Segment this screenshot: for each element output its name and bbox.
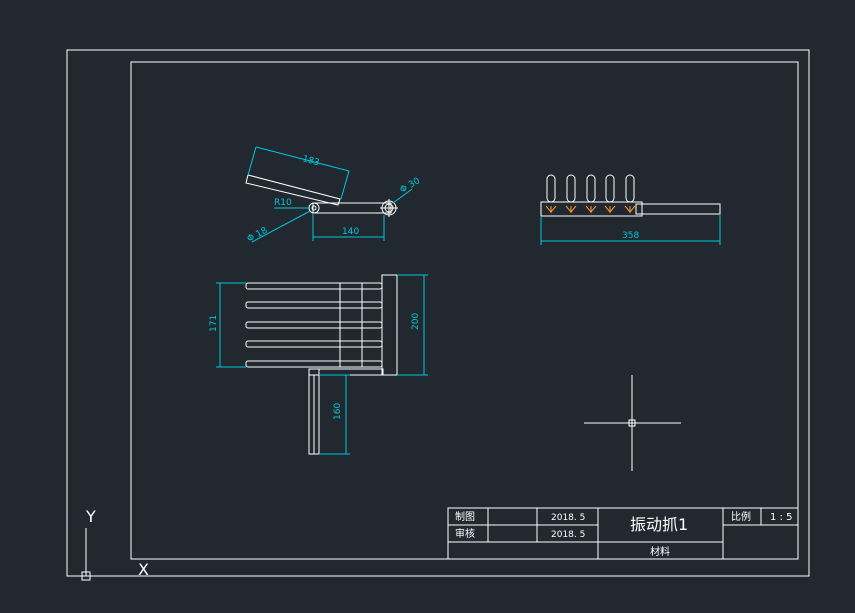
top-tine: [245, 282, 383, 290]
dim-183-line: [255, 146, 350, 172]
outer-frame: [66, 49, 810, 577]
front-tine: [586, 174, 596, 203]
drawn-date: 2018. 5: [551, 513, 585, 523]
top-tine: [245, 321, 383, 329]
crosshair-cursor-icon: [584, 375, 681, 471]
top-tine: [245, 301, 383, 309]
dim-140-text: 140: [342, 227, 359, 237]
ucs-y-label: Y: [85, 507, 96, 526]
hatch-mark: [565, 205, 577, 213]
top-view[interactable]: 171 200 160: [209, 274, 428, 455]
ucs-x-label: X: [138, 560, 149, 579]
hatch-mark: [585, 205, 597, 213]
base-bar: [312, 202, 392, 214]
dim-r10-text: R10: [274, 198, 292, 208]
dim-171-text: 171: [209, 315, 219, 332]
hatch-mark: [604, 205, 616, 213]
side-view[interactable]: 183 Φ 30 R10 Φ 18 140: [245, 146, 423, 245]
drawn-label: 制图: [455, 510, 475, 523]
dim-200-text: 200: [411, 313, 421, 330]
hatch-mark: [624, 205, 636, 213]
dim-160-text: 160: [333, 403, 343, 420]
front-tine: [625, 174, 635, 203]
top-plate: [381, 274, 398, 376]
dim-183-text: 183: [301, 154, 320, 168]
top-tine: [245, 360, 383, 368]
ucs-icon: Y X: [81, 507, 149, 581]
inner-frame: [130, 61, 799, 560]
check-date: 2018. 5: [551, 530, 585, 540]
front-tine: [605, 174, 615, 203]
front-handle: [635, 203, 721, 215]
scale-label: 比例: [731, 510, 751, 523]
front-tine: [566, 174, 576, 203]
top-crossbar: [308, 368, 384, 376]
top-tine: [245, 340, 383, 348]
material-label: 材料: [650, 545, 670, 558]
dim-phi18-text: Φ 18: [246, 226, 270, 245]
check-label: 审核: [455, 527, 475, 540]
dim-358-text: 358: [622, 231, 639, 241]
title-block[interactable]: 制图 2018. 5 审核 2018. 5 振动抓1 材料 比例 1 : 5: [447, 507, 799, 560]
inclined-arm: [245, 174, 341, 206]
pin-small: [308, 202, 320, 214]
front-tine: [546, 174, 556, 203]
dim-phi30-text: Φ 30: [399, 176, 423, 195]
hatch-mark: [545, 205, 557, 213]
part-name: 振动抓1: [630, 515, 688, 534]
front-view[interactable]: 358: [540, 174, 721, 245]
scale-value: 1 : 5: [770, 512, 792, 523]
